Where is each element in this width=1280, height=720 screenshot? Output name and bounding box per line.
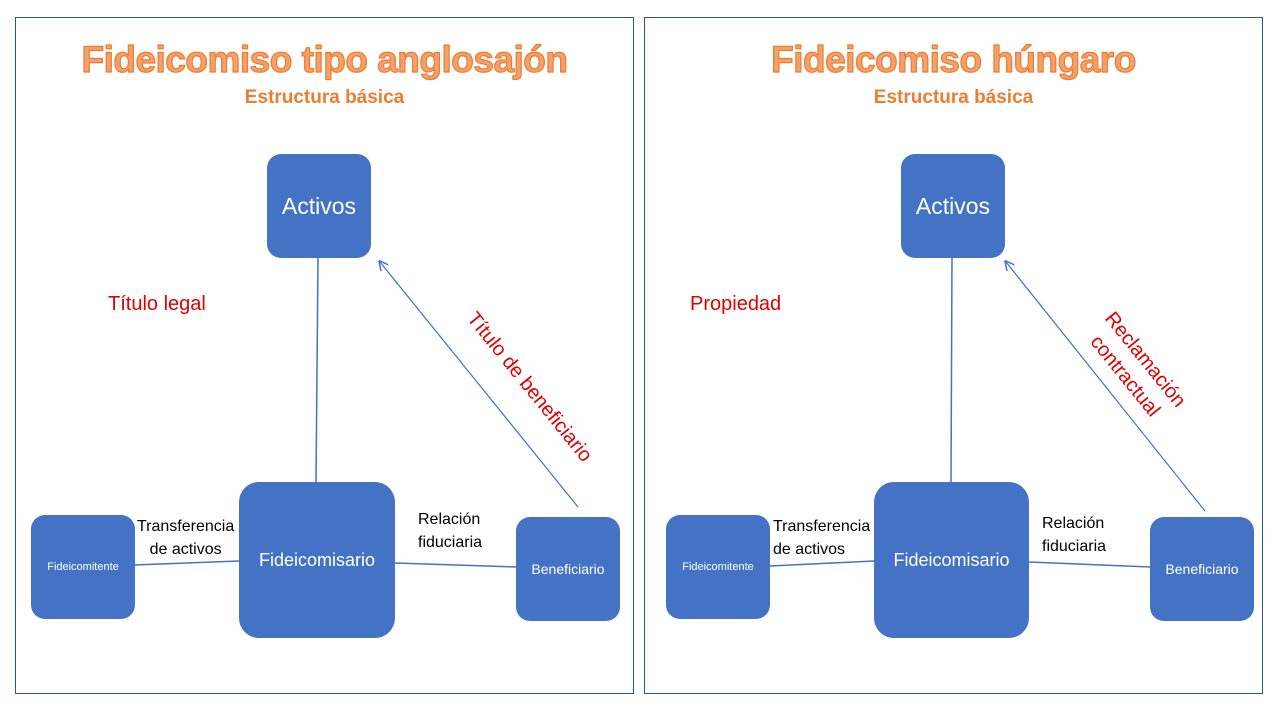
fideicomisario-node: Fideicomisario <box>874 482 1029 638</box>
transfer-label: Transferencia de activos <box>773 515 870 561</box>
line-activos-fideicomisario <box>950 257 953 483</box>
relation-label: Relación fiduciaria <box>418 508 482 554</box>
panel-subtitle: Estructura básica <box>873 87 1034 108</box>
panel-right-content: Fideicomiso húngaro Estructura básica <box>644 17 1263 694</box>
beneficiario-node: Beneficiario <box>516 517 620 621</box>
relation-label: Relación fiduciaria <box>1042 512 1106 558</box>
activos-label: Activos <box>915 192 991 219</box>
fideicomisario-label: Fideicomisario <box>258 549 376 570</box>
transfer-label-line2: de activos <box>149 541 222 558</box>
fideicomisario-label: Fideicomisario <box>893 549 1010 570</box>
relation-label-line1: Relación <box>418 511 481 528</box>
line-fideicomisario-beneficiario <box>394 562 518 568</box>
beneficiario-label: Beneficiario <box>531 561 605 577</box>
arrow-beneficiario-activos <box>380 262 579 508</box>
arrow-beneficiario-activos <box>1006 262 1206 512</box>
activos-label: Activos <box>281 192 357 219</box>
transfer-label-line1: Transferencia <box>137 518 235 535</box>
activos-node: Activos <box>267 154 371 258</box>
relation-label-line2: fiduciaria <box>1042 538 1107 555</box>
fideicomitente-label: Fideicomitente <box>47 561 119 573</box>
panel-title: Fideicomiso tipo anglosajón <box>81 38 569 80</box>
transfer-label: Transferencia de activos <box>137 515 234 561</box>
panel-left-content: Fideicomiso tipo anglosajón Estructura b… <box>15 17 634 694</box>
fideicomisario-node: Fideicomisario <box>239 482 395 638</box>
relation-label-line1: Relación <box>1042 515 1105 532</box>
relation-label-line2: fiduciaria <box>418 534 483 551</box>
line-fideicomisario-beneficiario <box>1028 561 1152 568</box>
beneficiario-label: Beneficiario <box>1165 561 1239 577</box>
transfer-label-line1: Transferencia <box>773 518 871 535</box>
panel-title: Fideicomiso húngaro <box>771 38 1137 80</box>
fideicomitente-node: Fideicomitente <box>666 515 770 619</box>
activos-node: Activos <box>901 154 1005 258</box>
transfer-label-line2: de activos <box>773 541 846 558</box>
panel-subtitle: Estructura básica <box>244 87 405 108</box>
line-fideicomitente-fideicomisario <box>133 560 240 566</box>
line-activos-fideicomisario <box>315 257 319 483</box>
left-red-label: Propiedad <box>690 293 782 315</box>
left-red-label: Título legal <box>108 293 206 315</box>
fideicomitente-node: Fideicomitente <box>31 515 135 619</box>
beneficiario-node: Beneficiario <box>1150 517 1254 621</box>
fideicomitente-label: Fideicomitente <box>682 561 754 573</box>
line-fideicomitente-fideicomisario <box>769 560 875 567</box>
